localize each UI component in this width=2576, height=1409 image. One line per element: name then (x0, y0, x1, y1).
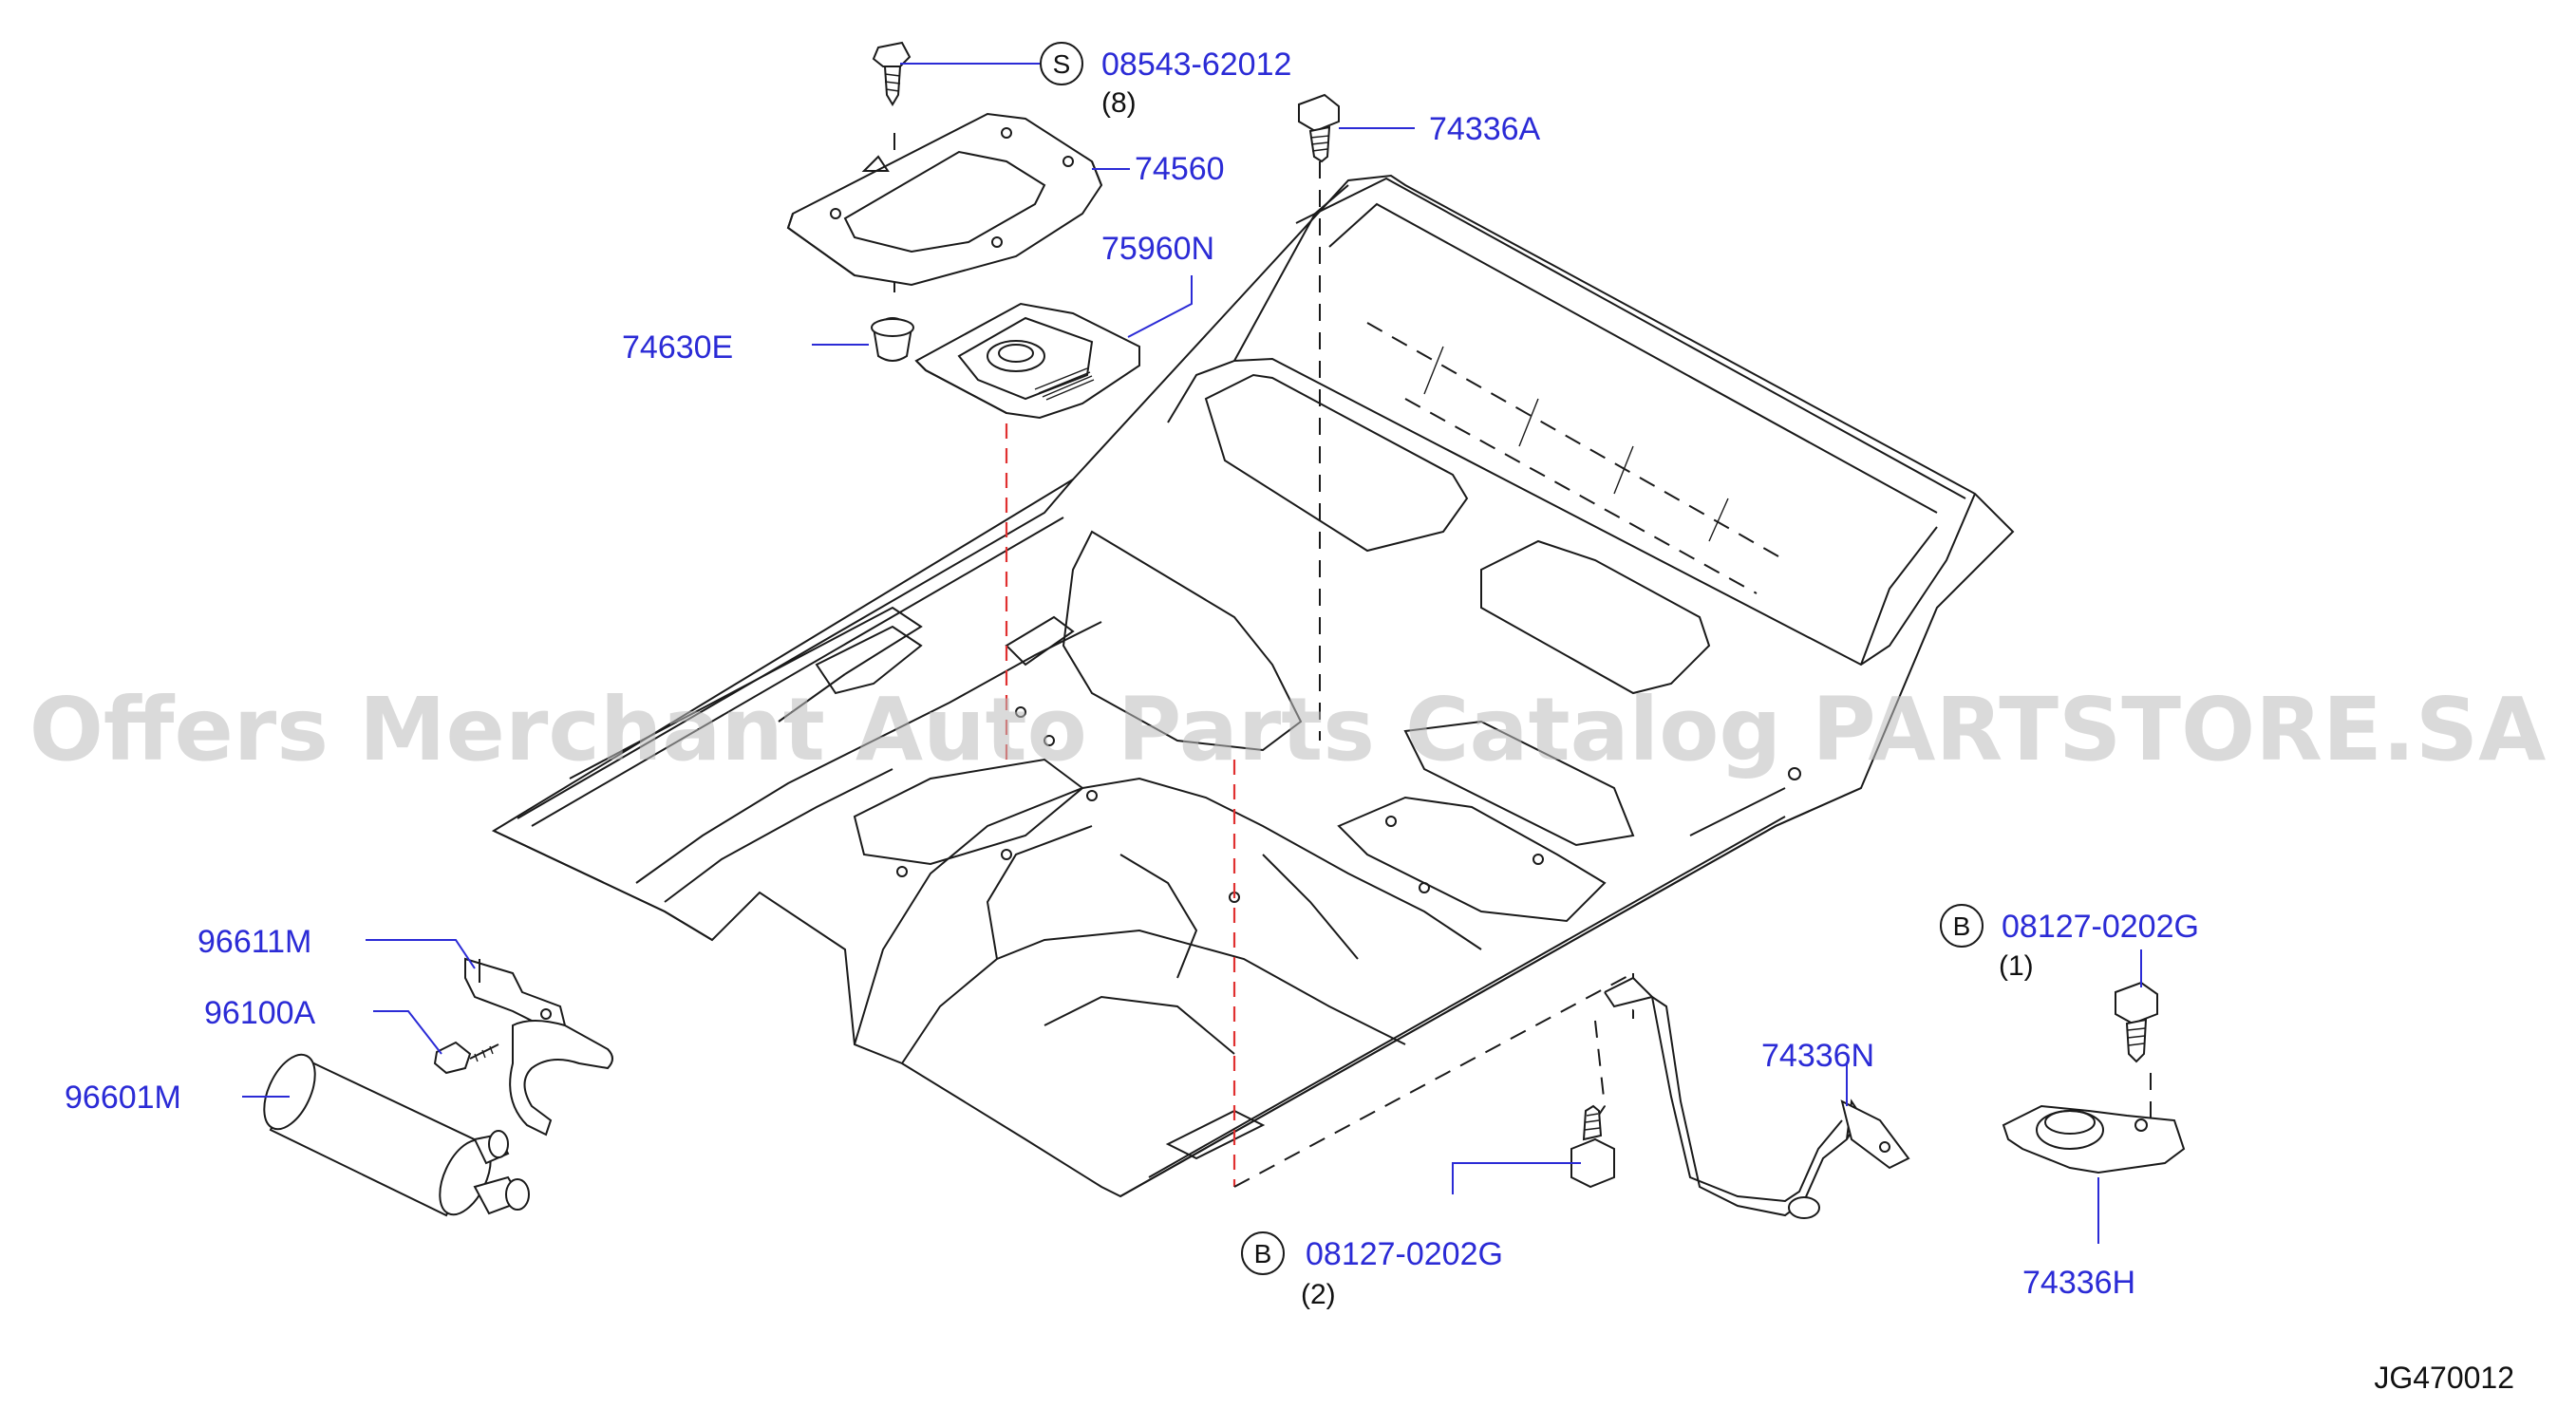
part-number-96601M[interactable]: 96601M (65, 1080, 181, 1116)
part-number-96611M[interactable]: 96611M (197, 924, 311, 960)
part-number-75960N[interactable]: 75960N (1101, 231, 1214, 267)
bolt-74336A (1298, 93, 1340, 163)
prefix-letter: S (1053, 49, 1071, 79)
prefix-letter: B (1254, 1239, 1272, 1268)
brace-74336N (1604, 976, 1910, 1219)
part-number[interactable]: 08127-0202G (1306, 1236, 1503, 1272)
part-number-74630E[interactable]: 74630E (622, 329, 733, 366)
part-number[interactable]: 08543-62012 (1101, 47, 1291, 83)
quantity: (1) (1999, 950, 2034, 982)
watermark: Offers Merchant Auto Parts Catalog PARTS… (29, 679, 2547, 780)
callout-08543-62012: S 08543-62012 (8) (1040, 42, 1291, 119)
prefix-letter: B (1953, 911, 1971, 941)
clip-74630E (871, 317, 914, 362)
prefix-circle (1040, 42, 1083, 85)
leader-lines (242, 63, 2142, 1244)
callout-08127-0202G-upper: B 08127-0202G (1) (1940, 904, 2199, 982)
filter-assembly (263, 957, 613, 1217)
cover-plate-74560 (786, 112, 1103, 287)
part-number-74336H[interactable]: 74336H (2022, 1265, 2135, 1301)
drawing-code: JG470012 (2374, 1361, 2514, 1395)
quantity: (2) (1301, 1279, 1336, 1310)
part-number-74336A[interactable]: 74336A (1429, 111, 1541, 147)
part-number[interactable]: 08127-0202G (2002, 909, 2199, 945)
prefix-circle (1241, 1231, 1285, 1275)
quantity: (8) (1101, 87, 1137, 119)
screw-08543-62012 (872, 41, 912, 106)
floor-panel (491, 174, 2015, 1198)
prefix-circle (1940, 904, 1984, 948)
part-number-74560[interactable]: 74560 (1135, 151, 1225, 187)
callout-08127-0202G-lower: B 08127-0202G (2) (1241, 1231, 1503, 1310)
shift-boot-75960N (914, 302, 1140, 420)
bolt-08127-0202G-lower (1570, 1104, 1615, 1189)
mount-74336H (2002, 1104, 2186, 1174)
part-number-96100A[interactable]: 96100A (204, 995, 316, 1031)
part-number-74336N[interactable]: 74336N (1761, 1038, 1874, 1074)
bolt-08127-0202G-upper (2115, 981, 2158, 1063)
